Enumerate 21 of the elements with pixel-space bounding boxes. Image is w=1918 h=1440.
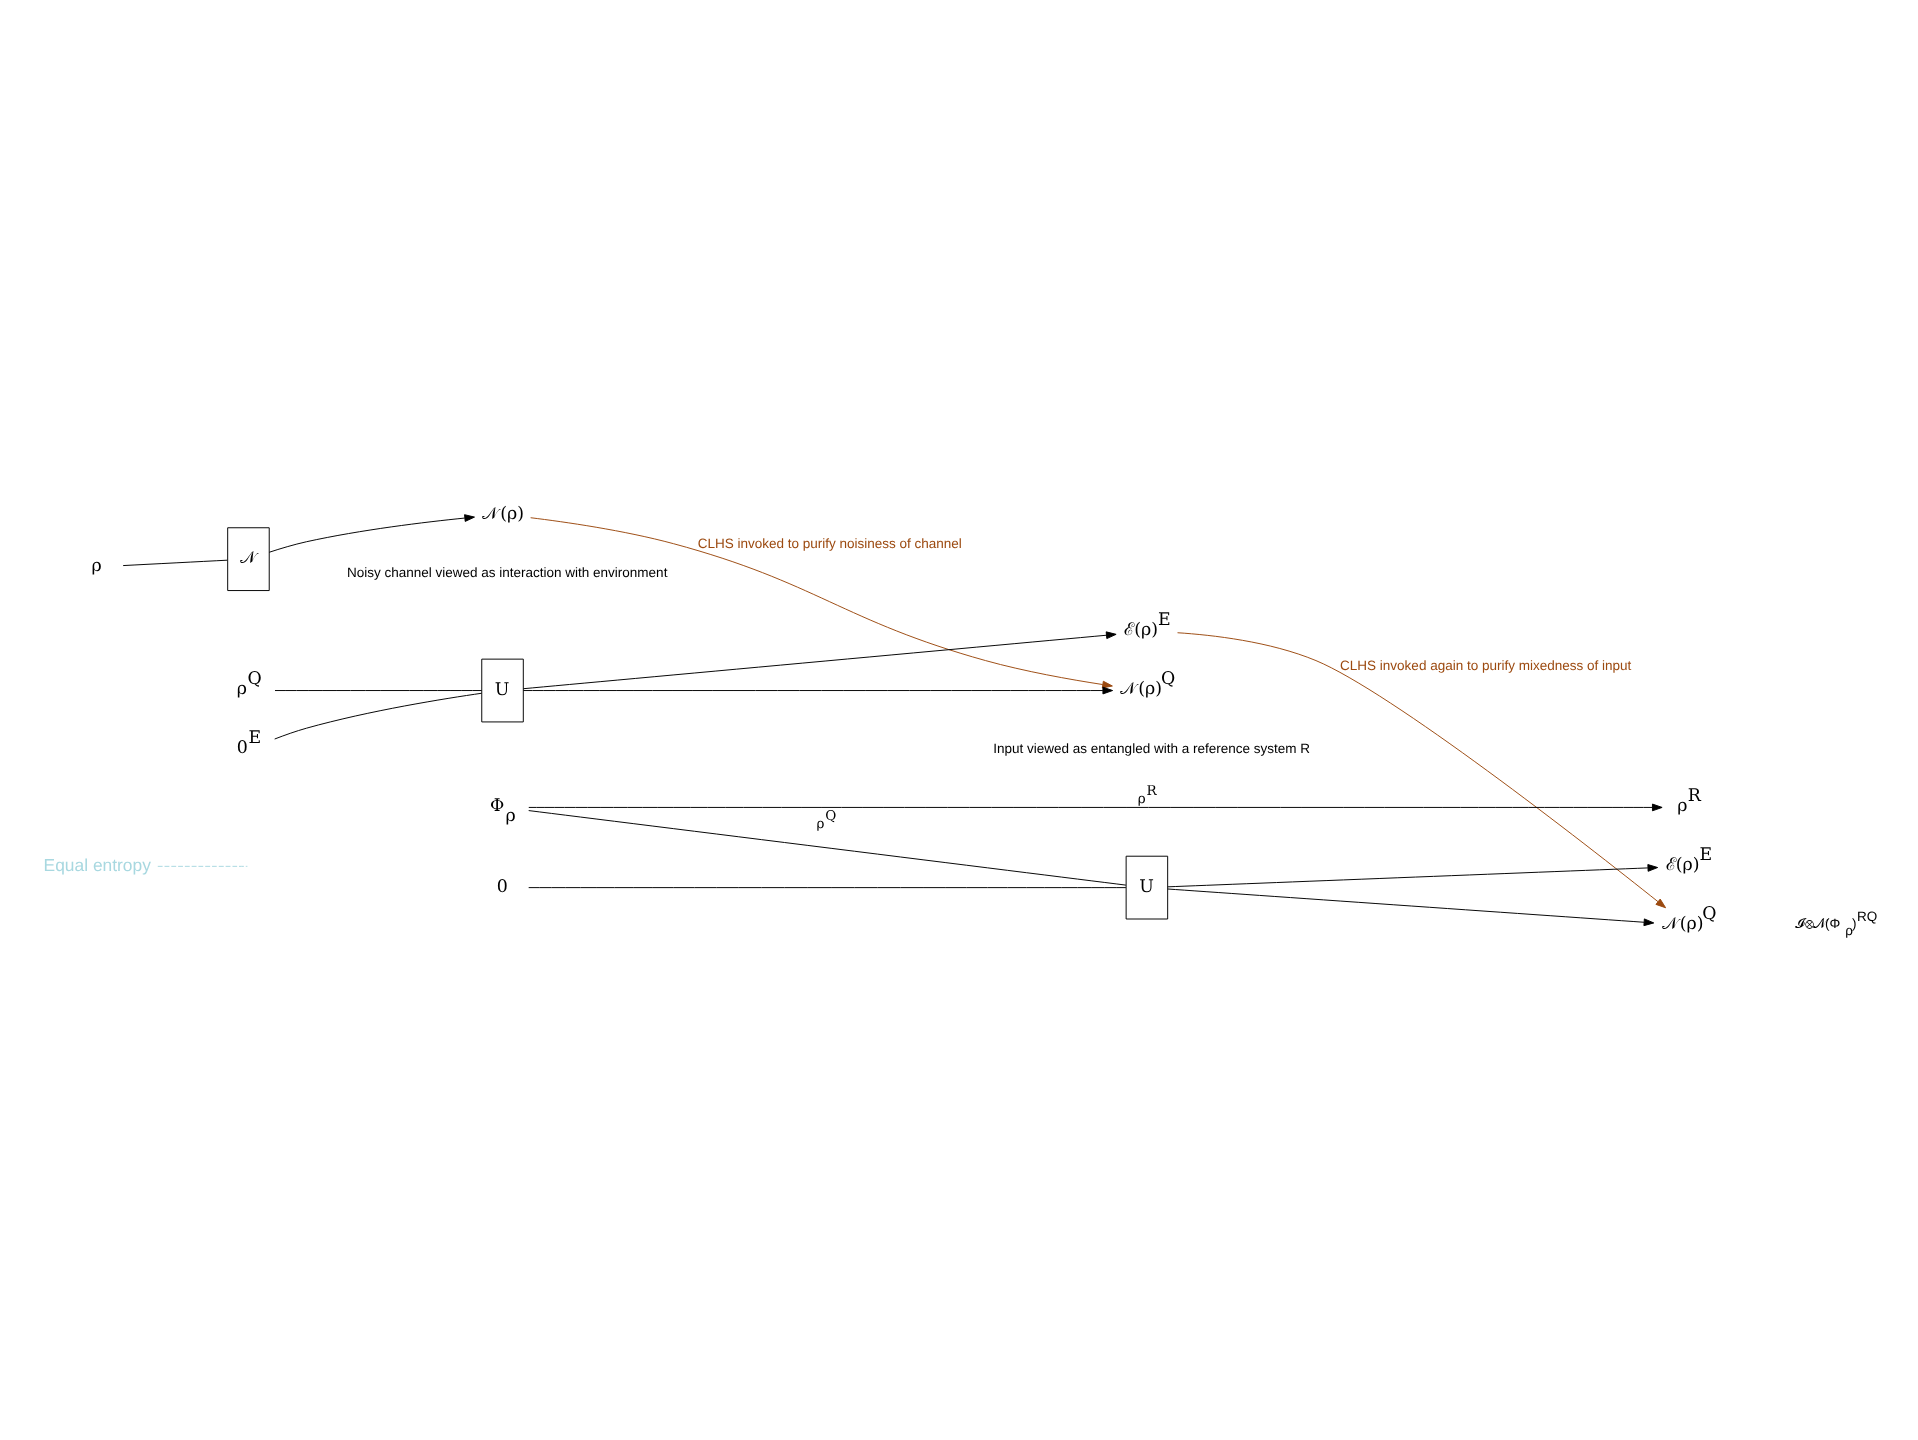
node-text: ρ [91, 557, 102, 578]
arrow [522, 631, 1117, 690]
connector [274, 690, 483, 691]
arrow [530, 517, 1113, 689]
node-box: U [481, 658, 524, 723]
node-box: U [1125, 855, 1169, 920]
node-text: 𝒩(ρ) [482, 504, 525, 525]
arrow [522, 686, 1114, 695]
arrow [1167, 888, 1655, 927]
connector [528, 810, 1127, 886]
node-text: 0 [496, 877, 508, 898]
connector [528, 887, 1127, 889]
connector [157, 865, 248, 867]
node-box: 𝒩 [227, 527, 270, 592]
arrow [528, 803, 1663, 812]
connector [274, 692, 483, 740]
node-text: Equal entropy [43, 854, 151, 875]
arrow [1177, 632, 1667, 909]
arrow [268, 514, 475, 553]
arrow [1167, 864, 1659, 888]
connector [122, 559, 228, 567]
